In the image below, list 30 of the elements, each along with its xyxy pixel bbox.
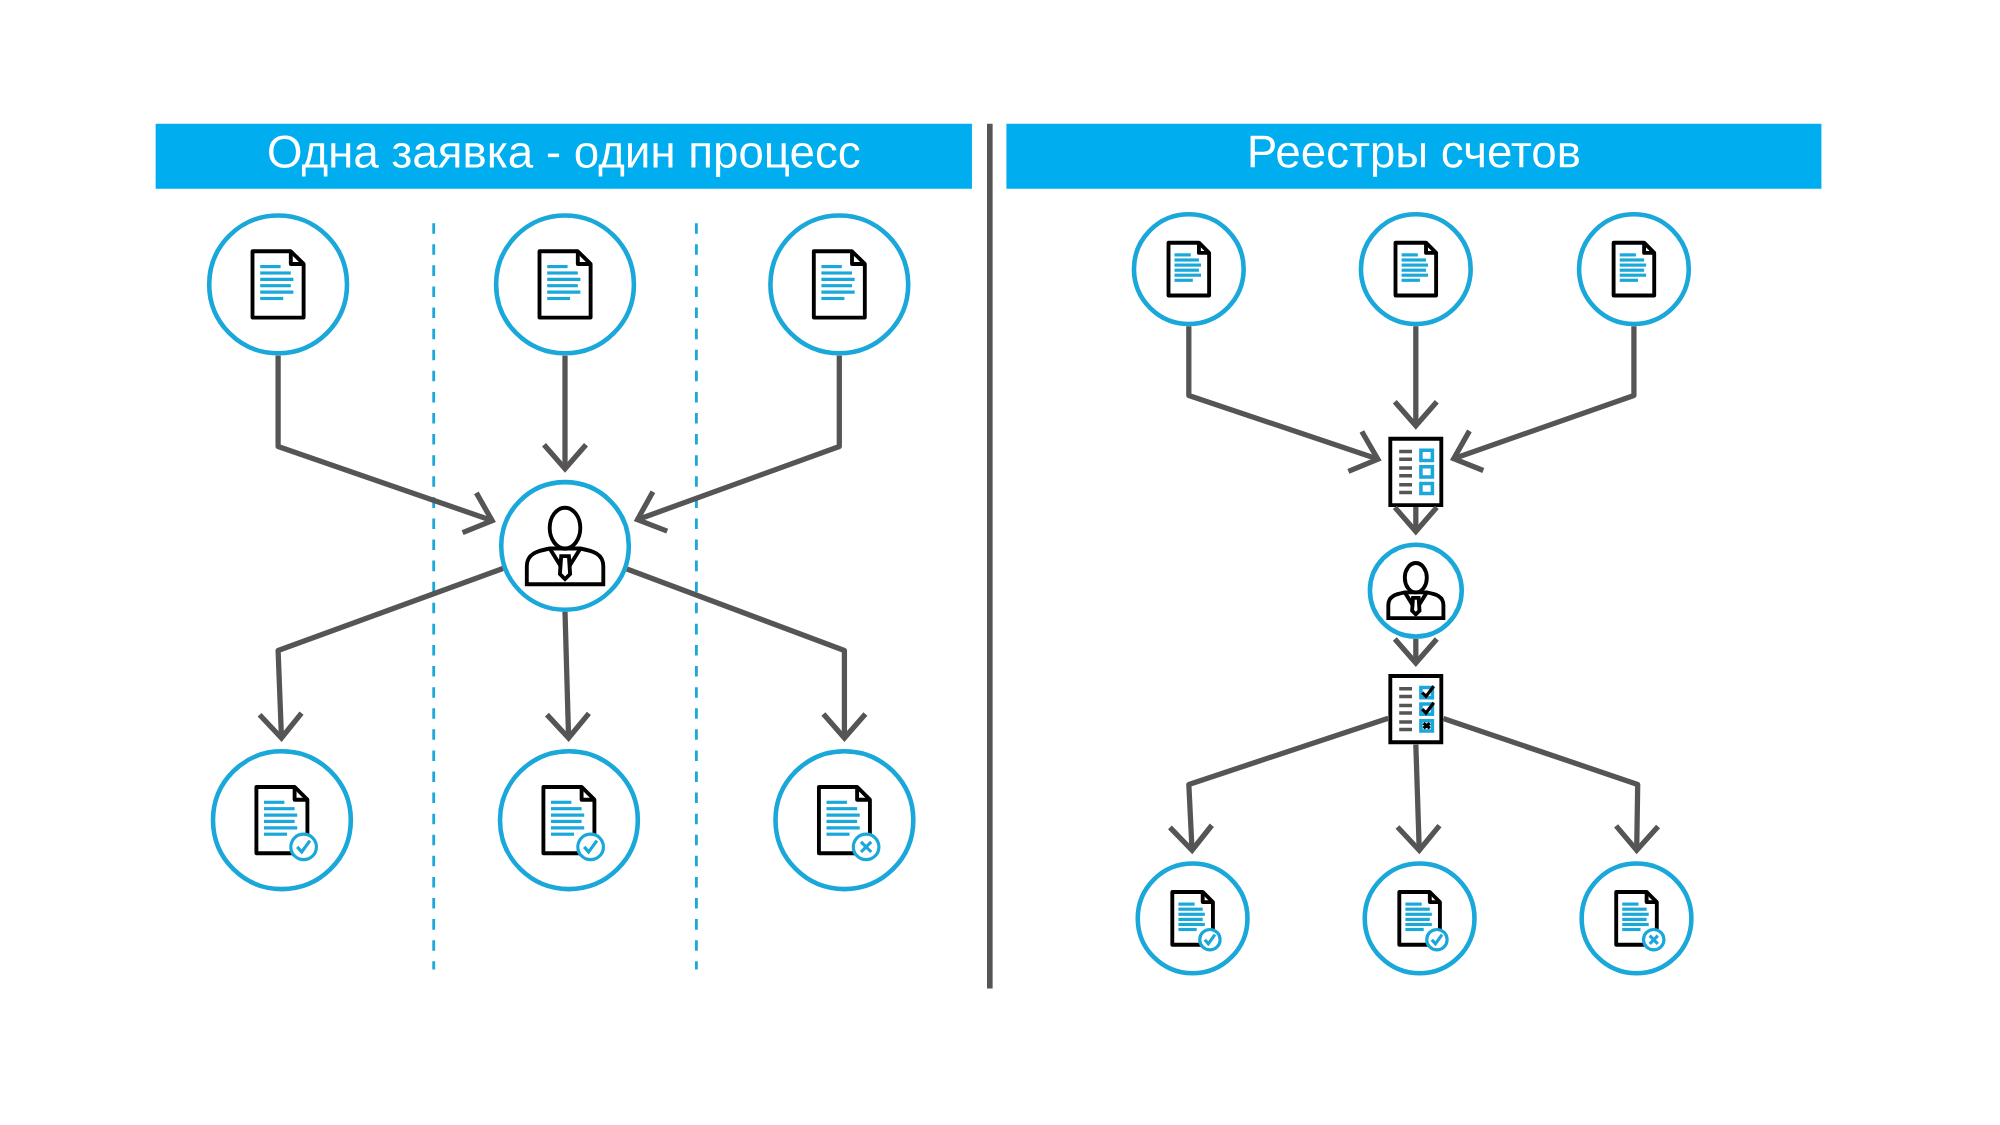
arrow <box>1395 744 1442 855</box>
document-circle <box>497 749 641 892</box>
arrow <box>542 355 588 473</box>
document-circle <box>768 213 911 356</box>
arrow <box>257 566 504 742</box>
arrow <box>1392 326 1439 430</box>
person-circle <box>498 479 632 612</box>
document-circle <box>210 749 354 892</box>
document-circle <box>1358 211 1473 327</box>
arrow <box>625 566 868 742</box>
person-circle <box>1367 542 1464 639</box>
checklist-icon <box>1388 436 1444 508</box>
arrow <box>1168 715 1390 855</box>
document-circle <box>1579 861 1694 976</box>
arrow <box>1186 326 1382 474</box>
document-circle <box>1576 211 1692 327</box>
arrow <box>545 611 591 742</box>
arrow <box>1449 326 1637 473</box>
header-band: Реестры счетов <box>1006 123 1822 189</box>
document-circle <box>1131 211 1246 327</box>
document-circle <box>206 213 350 356</box>
arrow <box>1442 716 1660 855</box>
arrow <box>633 355 842 534</box>
header-band: Одна заявка - один процесс <box>155 123 972 189</box>
document-circle <box>493 213 637 356</box>
checklist-icon <box>1388 674 1444 745</box>
document-circle <box>773 749 916 892</box>
document-circle <box>1135 861 1250 976</box>
document-circle <box>1362 861 1477 976</box>
arrow <box>275 355 496 536</box>
